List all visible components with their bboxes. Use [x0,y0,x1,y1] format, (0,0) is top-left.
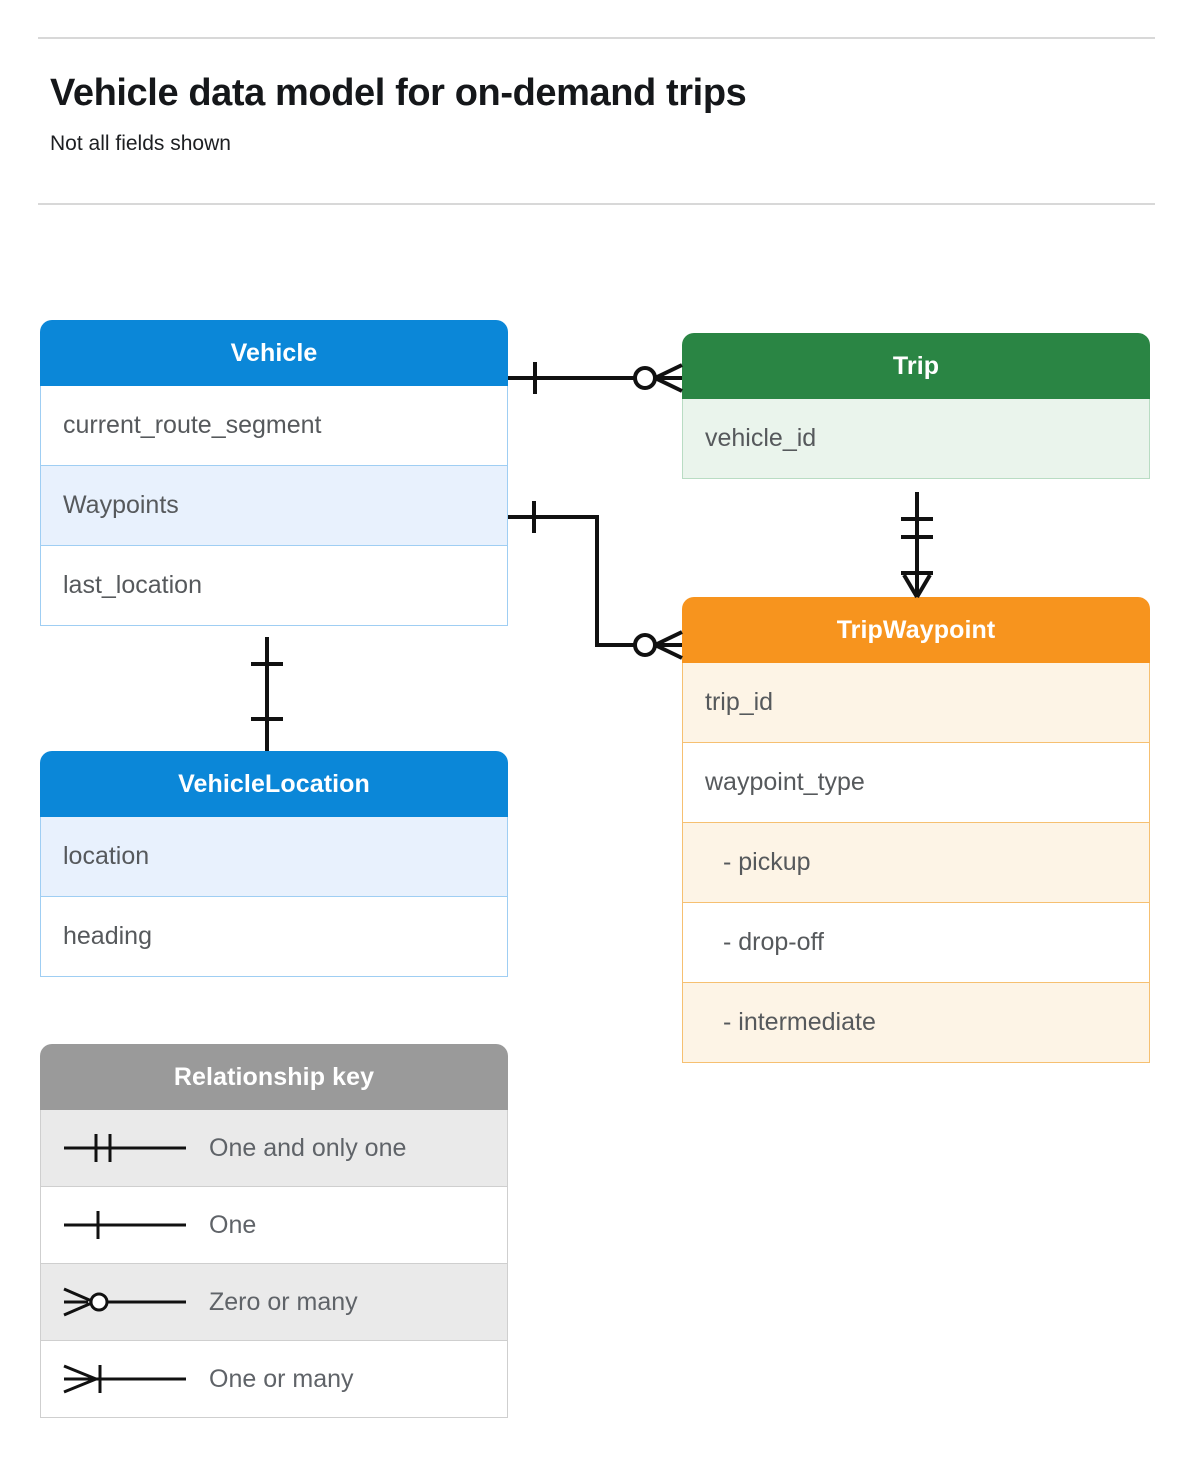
entity-vehiclelocation-field-location: location [40,817,508,897]
connector-vehicle-trip [508,362,683,394]
header-rule-top [38,37,1155,39]
legend-label-one-and-only-one: One and only one [209,1133,407,1162]
entity-vehicle[interactable]: Vehicle current_route_segment Waypoints … [40,320,508,626]
entity-tripwaypoint-enum-pickup: - pickup [682,823,1150,903]
legend-item-one: One [40,1187,508,1264]
legend-item-zero-or-many: Zero or many [40,1264,508,1341]
zero-or-many-icon [41,1282,209,1322]
entity-trip[interactable]: Trip vehicle_id [682,333,1150,479]
page-subtitle: Not all fields shown [50,132,231,155]
entity-vehicle-field-waypoints: Waypoints [40,466,508,546]
entity-vehiclelocation[interactable]: VehicleLocation location heading [40,751,508,977]
entity-tripwaypoint-field-trip-id: trip_id [682,663,1150,743]
one-or-many-icon [41,1359,209,1399]
entity-tripwaypoint-enum-intermediate: - intermediate [682,983,1150,1063]
entity-tripwaypoint[interactable]: TripWaypoint trip_id waypoint_type - pic… [682,597,1150,1063]
entity-vehicle-title: Vehicle [40,320,508,386]
header-rule-bottom [38,203,1155,205]
entity-trip-field-vehicle-id: vehicle_id [682,399,1150,479]
legend-label-zero-or-many: Zero or many [209,1287,358,1316]
entity-vehiclelocation-title: VehicleLocation [40,751,508,817]
one-and-only-one-icon [41,1128,209,1168]
entity-trip-title: Trip [682,333,1150,399]
entity-tripwaypoint-title: TripWaypoint [682,597,1150,663]
connector-trip-tripwaypoint [901,492,933,599]
relationship-key-legend: Relationship key One and only one One [40,1044,508,1418]
connector-waypoints-tripwaypoint [508,501,683,660]
one-icon [41,1205,209,1245]
entity-tripwaypoint-field-waypoint-type: waypoint_type [682,743,1150,823]
legend-item-one-or-many: One or many [40,1341,508,1418]
relationship-key-title: Relationship key [40,1044,508,1110]
entity-tripwaypoint-enum-drop-off: - drop-off [682,903,1150,983]
entity-vehicle-field-last-location: last_location [40,546,508,626]
legend-item-one-and-only-one: One and only one [40,1110,508,1187]
entity-vehiclelocation-field-heading: heading [40,897,508,977]
entity-vehicle-field-current-route-segment: current_route_segment [40,386,508,466]
legend-label-one: One [209,1210,257,1239]
page-title: Vehicle data model for on-demand trips [50,72,747,114]
connector-vehicle-vehiclelocation [251,637,283,751]
legend-label-one-or-many: One or many [209,1364,354,1393]
